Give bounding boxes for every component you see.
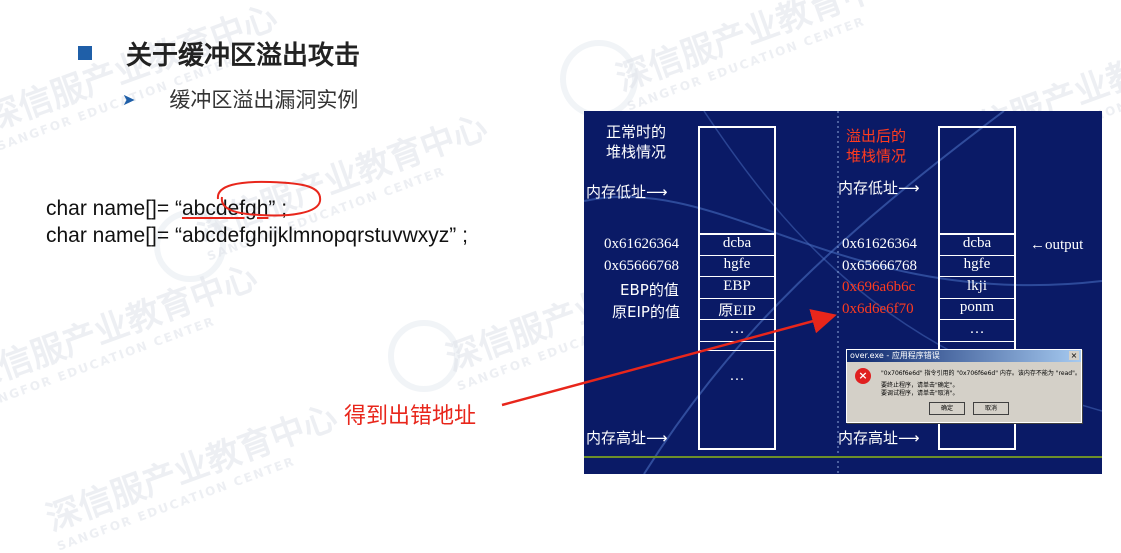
normal-stack: dcba hgfe EBP 原EIP … … bbox=[698, 126, 776, 450]
high-address-label: 内存高址⟶ bbox=[586, 429, 668, 447]
stack-cell: hgfe bbox=[700, 256, 774, 277]
dialog-message: "0x706f6e6d" 指令引用的 "0x706f6e6d" 内存。该内存不能… bbox=[881, 370, 1081, 377]
addr-label: 0x61626364 bbox=[842, 236, 917, 252]
addr-label: 0x61626364 bbox=[604, 236, 679, 252]
cancel-button[interactable]: 取消 bbox=[973, 402, 1009, 415]
stack-diagram: 正常时的 堆栈情况 溢出后的 堆栈情况 内存低址⟶ 内存低址⟶ 内存高址⟶ 内存… bbox=[584, 111, 1102, 474]
error-icon: × bbox=[855, 368, 871, 384]
overflow-addr-label: 0x696a6b6c bbox=[842, 279, 916, 295]
overflow-stack-title-2: 堆栈情况 bbox=[846, 147, 907, 165]
stack-cell: hgfe bbox=[940, 256, 1014, 277]
slide-title-row: 关于缓冲区溢出攻击 bbox=[78, 36, 361, 71]
annotation-arrow bbox=[501, 309, 837, 407]
square-bullet-icon bbox=[78, 46, 92, 60]
stack-cell: dcba bbox=[700, 235, 774, 256]
watermark-logo bbox=[154, 210, 226, 282]
stack-cell: dcba bbox=[940, 235, 1014, 256]
dialog-message: 要调试程序，请单击"取消"。 bbox=[881, 390, 959, 397]
code-line-2: char name[]= “abcdefghijklmnopqrstuvwxyz… bbox=[46, 224, 468, 247]
subtitle-row: ➤ 缓冲区溢出漏洞实例 bbox=[122, 84, 358, 114]
stack-cell: EBP bbox=[700, 278, 774, 299]
low-address-label: 内存低址⟶ bbox=[586, 183, 668, 201]
background-streaks bbox=[584, 111, 1102, 474]
low-address-label-right: 内存低址⟶ bbox=[838, 179, 920, 197]
stack-cell bbox=[700, 342, 774, 351]
slide-title: 关于缓冲区溢出攻击 bbox=[126, 40, 361, 71]
close-icon[interactable]: × bbox=[1069, 351, 1079, 360]
stack-cell: 原EIP bbox=[700, 299, 774, 320]
stack-cell: lkji bbox=[940, 278, 1014, 299]
slide-subtitle: 缓冲区溢出漏洞实例 bbox=[169, 88, 359, 112]
overflow-addr-label: 0x6d6e6f70 bbox=[842, 301, 914, 317]
code-line-1: char name[]= “abcdefgh” ; bbox=[46, 197, 288, 220]
dialog-title: over.exe - 应用程序错误 bbox=[847, 350, 1081, 362]
addr-label: 原EIP的值 bbox=[612, 303, 680, 321]
output-label: ←output bbox=[1030, 237, 1084, 253]
error-dialog: over.exe - 应用程序错误 × × "0x706f6e6d" 指令引用的… bbox=[846, 349, 1082, 423]
stack-cell: ponm bbox=[940, 299, 1014, 320]
addr-label: EBP的值 bbox=[620, 281, 679, 299]
ok-button[interactable]: 确定 bbox=[929, 402, 965, 415]
dialog-message: 要终止程序，请单击"确定"。 bbox=[881, 382, 959, 389]
watermark-logo bbox=[388, 320, 460, 392]
high-address-label-right: 内存高址⟶ bbox=[838, 429, 920, 447]
annotation-text: 得到出错地址 bbox=[344, 404, 477, 429]
overflow-stack: dcba hgfe lkji ponm … bbox=[938, 126, 1016, 450]
stack-cell: … bbox=[940, 321, 1014, 342]
addr-label: 0x65666768 bbox=[604, 258, 679, 274]
arrow-bullet-icon: ➤ bbox=[122, 89, 136, 109]
stack-cell: … bbox=[729, 368, 745, 384]
normal-stack-title: 正常时的 bbox=[606, 123, 667, 141]
hand-drawn-circle bbox=[216, 180, 322, 217]
normal-stack-title-2: 堆栈情况 bbox=[606, 143, 667, 161]
overflow-stack-title: 溢出后的 bbox=[846, 127, 907, 145]
addr-label: 0x65666768 bbox=[842, 258, 917, 274]
